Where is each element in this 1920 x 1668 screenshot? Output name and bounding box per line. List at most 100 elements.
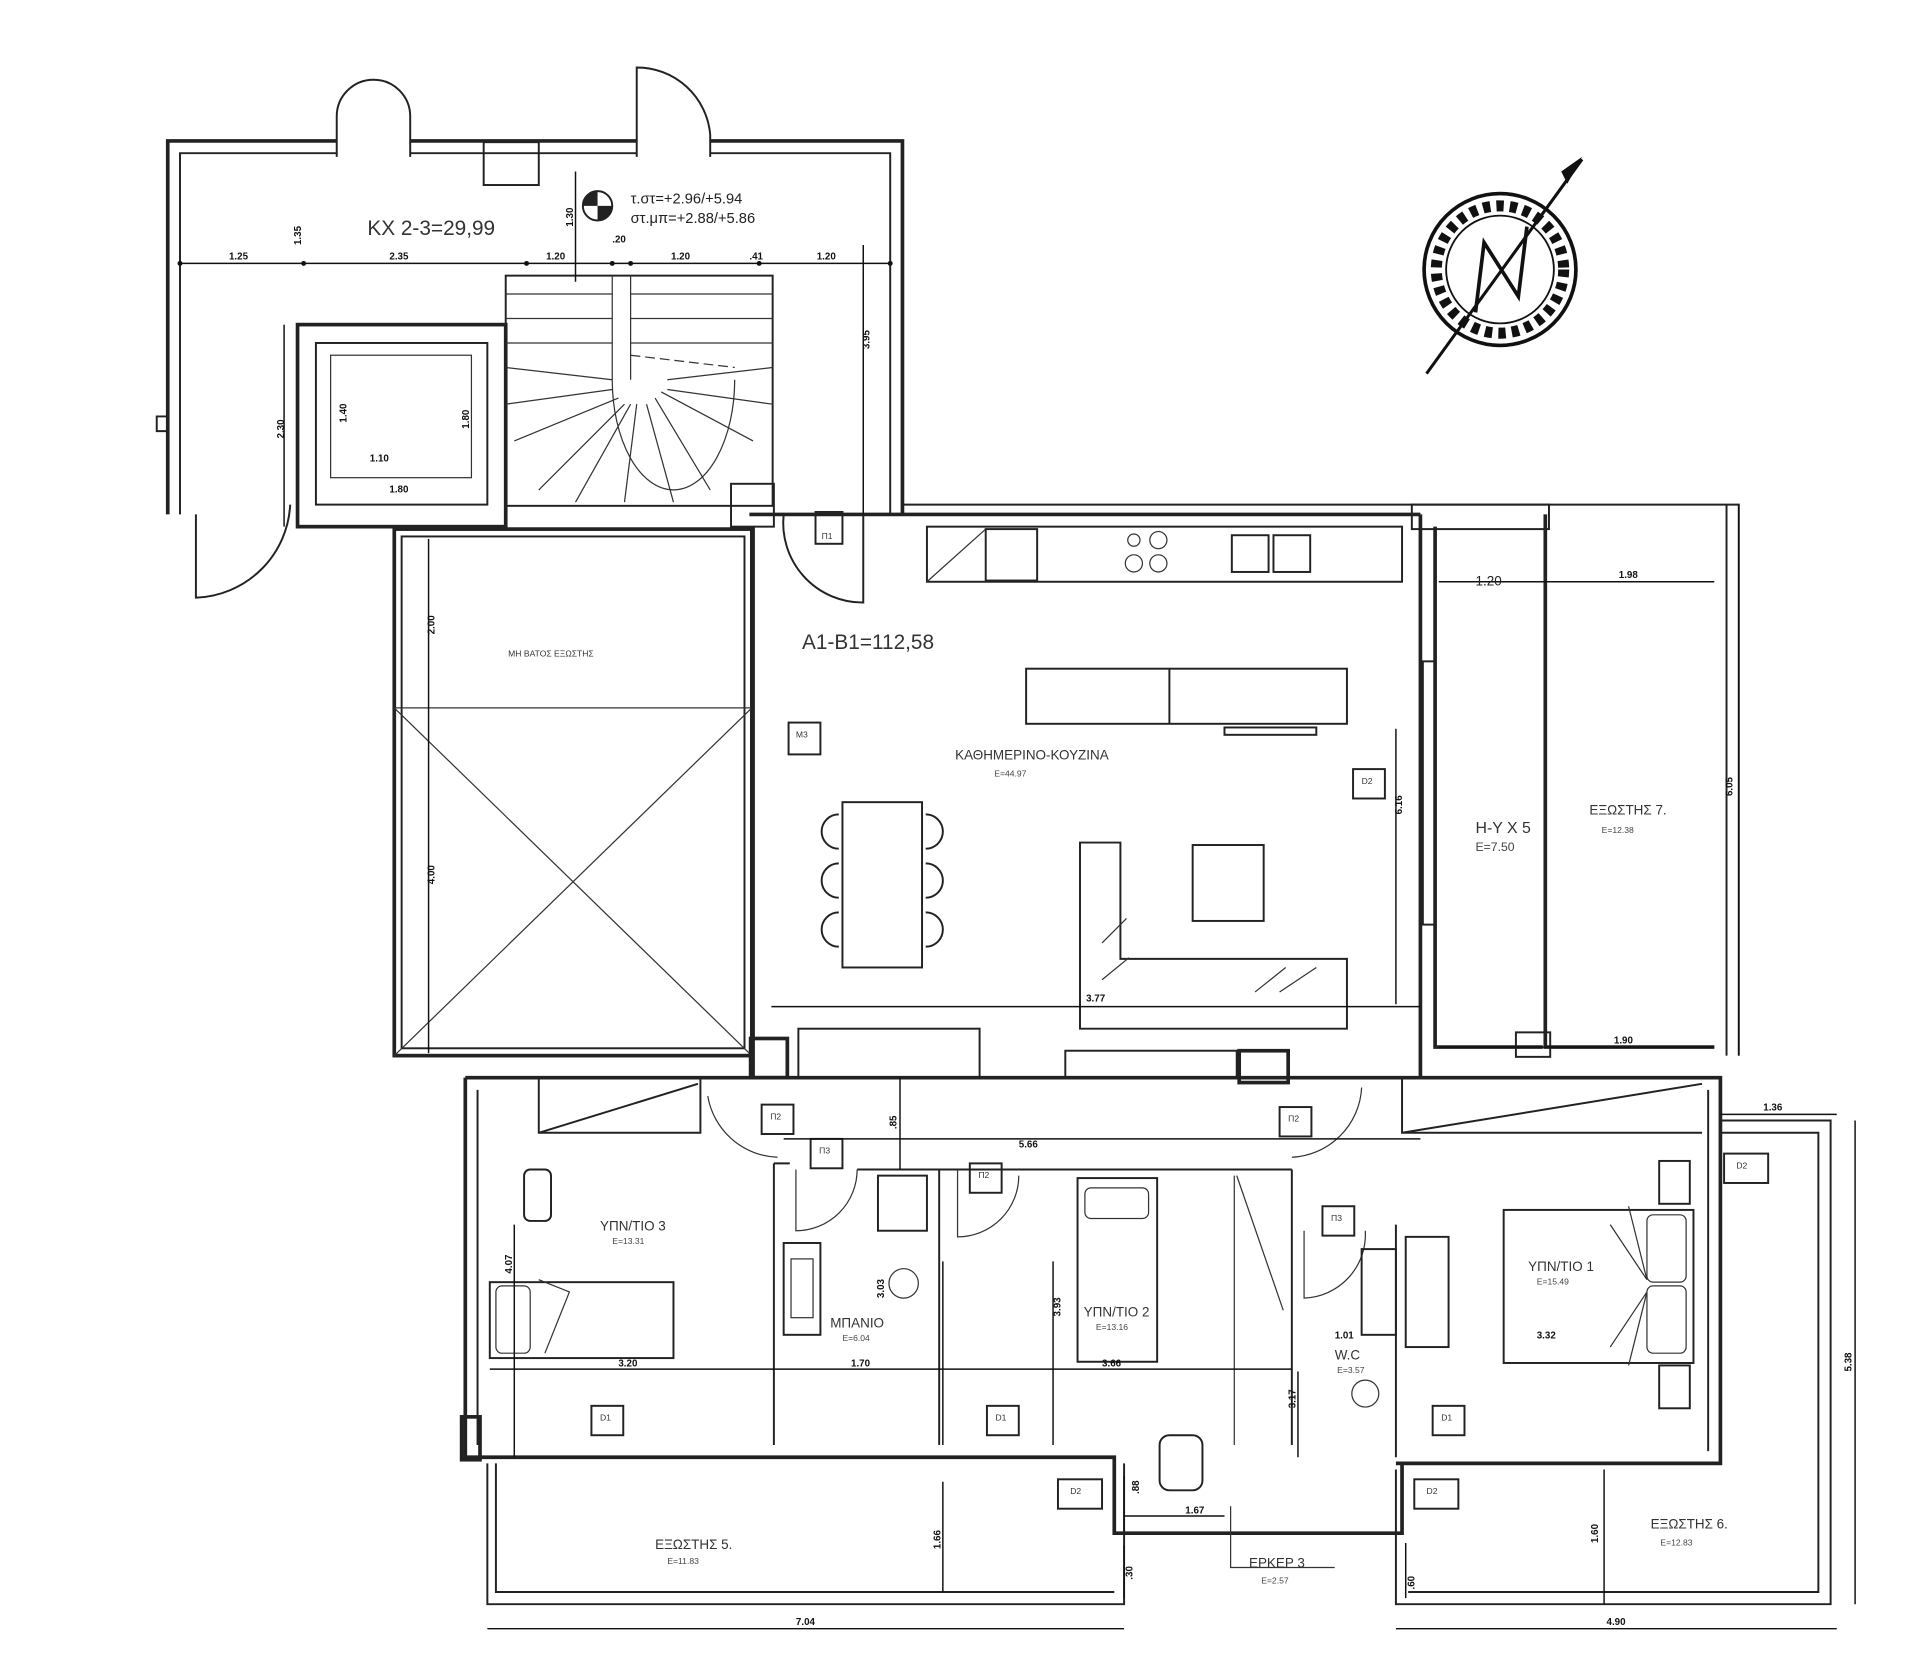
door-tag: D2 (1056, 1478, 1104, 1510)
dimension-label: 1.20 (817, 252, 837, 263)
door-tag: Π2 (1278, 1106, 1313, 1138)
room-name: ΕΡΚΕΡ 3 (1249, 1555, 1305, 1570)
door-tag: D1 (590, 1404, 625, 1437)
room-area: E=12.83 (1660, 1537, 1692, 1547)
room-name: ΕΞΩΣΤΗΣ 6. (1651, 1516, 1728, 1531)
svg-text:D1: D1 (600, 1413, 611, 1423)
dimension-label: .88 (1131, 1480, 1142, 1494)
dimension-label: 6.16 (1394, 795, 1405, 815)
dimension-label: 4.07 (504, 1254, 515, 1274)
door-tag: D2 (1413, 1478, 1460, 1510)
level-floor-label: στ.μπ=+2.88/+5.86 (631, 211, 756, 227)
dimension-label: 1.80 (389, 484, 409, 495)
dimension-label: 2.35 (389, 252, 409, 263)
room-name: ΥΠΝ/ΤΙΟ 2 (1084, 1304, 1150, 1319)
svg-text:Π2: Π2 (978, 1170, 989, 1180)
void-label: ΜΗ ΒΑΤΟΣ ΕΞΩΣΤΗΣ (508, 648, 594, 658)
stair-core-outline (155, 66, 905, 604)
living-room-walls (748, 503, 1740, 1085)
dimension-label: 1.40 (339, 403, 350, 423)
room-area: E=13.16 (1096, 1322, 1128, 1332)
room-name: Η-Υ Χ 5 (1476, 820, 1532, 837)
svg-text:D1: D1 (1441, 1413, 1452, 1423)
dimension-label: 3.03 (876, 1278, 887, 1298)
door-tag: D1 (1431, 1404, 1466, 1437)
erker-3: ΕΡΚΕΡ 3 E=2.57 (1158, 1434, 1335, 1585)
dimension-label: 3.77 (1086, 994, 1106, 1005)
dimension-label: 3.20 (618, 1359, 638, 1370)
door-tag: Π2 (760, 1103, 795, 1135)
svg-text:D2: D2 (1427, 1486, 1438, 1496)
dimension-label: 1.35 (293, 225, 304, 245)
dimension-label: 1.20 (546, 252, 566, 263)
room-name: W.C (1335, 1347, 1361, 1362)
svg-text:Π1: Π1 (822, 531, 833, 541)
dimension-label: .41 (749, 252, 763, 263)
dimension-label: 6.05 (1725, 776, 1736, 796)
bedroom-2: ΥΠΝ/ΤΙΟ 2 E=13.16 (1076, 1175, 1284, 1446)
stair-core-text: ΚΧ 2-3=29,99 τ.στ=+2.96/+5.94 στ.μπ=+2.8… (367, 190, 756, 240)
svg-text:Π3: Π3 (1331, 1213, 1342, 1223)
door-tag: D1 (985, 1404, 1020, 1437)
dimension-label: 3.17 (1288, 1389, 1299, 1409)
dimension-label: .30 (1125, 1566, 1136, 1580)
void-shaft: ΜΗ ΒΑΤΟΣ ΕΞΩΣΤΗΣ (392, 527, 754, 1058)
room-area: E=11.83 (667, 1556, 699, 1566)
door-tags: Π1 Π2 Π3 Π2 Π2 Π3 D1 D1 D1 D2 D2 D2 D2 M… (590, 510, 1770, 1510)
dimension-label: 4.00 (427, 865, 438, 885)
dimension-label: 1.25 (229, 252, 249, 263)
stair-core-area-label: ΚΧ 2-3=29,99 (367, 217, 495, 240)
dimension-label: 1.70 (851, 1359, 871, 1370)
door-tag: Π3 (1321, 1205, 1356, 1237)
room-area: E=12.38 (1602, 825, 1634, 835)
dimension-label: .20 (612, 235, 626, 246)
dimension-label: 1.30 (565, 207, 576, 227)
balcony-6: ΕΞΩΣΤΗΣ 6. E=12.83 (1394, 1119, 1832, 1606)
door-tag: D2 (1723, 1152, 1770, 1184)
svg-text:Π2: Π2 (1288, 1114, 1299, 1124)
door-tag: M3 (787, 721, 822, 756)
dimension-label: 1.20 (671, 252, 691, 263)
room-balcony-7: ΕΞΩΣΤΗΣ 7. E=12.38 (1589, 802, 1666, 834)
room-area: E=2.57 (1261, 1575, 1289, 1585)
room-area: E=7.50 (1476, 840, 1515, 854)
door-tag: D2 (1352, 768, 1386, 800)
room-name: ΥΠΝ/ΤΙΟ 1 (1528, 1259, 1594, 1274)
dimension-label: 1.80 (461, 409, 472, 429)
apartment-area-label: A1-B1=112,58 (802, 631, 934, 654)
room-living-kitchen: ΚΑΘΗΜΕΡΙΝΟ-ΚΟΥΖΙΝΑ E=44.97 (955, 747, 1109, 778)
dimension-lines (177, 171, 1856, 1630)
room-area: E=44.97 (994, 768, 1026, 778)
room-name: ΕΞΩΣΤΗΣ 7. (1589, 802, 1666, 817)
dimension-label: 2.00 (427, 615, 438, 635)
room-hy: Η-Υ Χ 5 E=7.50 (1476, 820, 1532, 854)
north-arrow-icon (1422, 156, 1584, 375)
bathroom: ΜΠΑΝΙΟ E=6.04 (782, 1174, 928, 1343)
room-name: ΜΠΑΝΙΟ (830, 1315, 884, 1330)
room-name: ΚΑΘΗΜΕΡΙΝΟ-ΚΟΥΖΙΝΑ (955, 747, 1109, 762)
dimension-label: 1.20 (1476, 573, 1502, 588)
svg-text:D2: D2 (1362, 776, 1373, 786)
dimension-labels: 1.25 2.35 1.20 1.20 .41 1.20 .20 1.35 1.… (229, 207, 1854, 1628)
door-tag: Π1 (814, 510, 844, 545)
svg-text:M3: M3 (796, 729, 808, 739)
room-name: ΕΞΩΣΤΗΣ 5. (655, 1537, 732, 1552)
room-name: ΥΠΝ/ΤΙΟ 3 (600, 1219, 666, 1234)
svg-text:D1: D1 (996, 1413, 1007, 1423)
dimension-label: 2.30 (276, 419, 287, 439)
dimension-label: 1.67 (1185, 1506, 1205, 1517)
dimension-label: 1.90 (1614, 1035, 1634, 1046)
staircase (504, 274, 775, 528)
room-area: E=6.04 (842, 1333, 870, 1343)
room-area: E=15.49 (1537, 1277, 1569, 1287)
room-area: E=3.57 (1337, 1365, 1365, 1375)
dimension-label: 7.04 (796, 1617, 816, 1628)
right-wing (1410, 503, 1715, 1058)
dimension-label: 1.01 (1335, 1330, 1355, 1341)
dimension-label: 1.66 (932, 1530, 943, 1550)
dimension-label: .60 (1406, 1575, 1417, 1589)
bedroom-1: ΥΠΝ/ΤΙΟ 1 E=15.49 (1502, 1159, 1695, 1410)
room-area: E=13.31 (612, 1236, 644, 1246)
svg-text:D2: D2 (1070, 1486, 1081, 1496)
